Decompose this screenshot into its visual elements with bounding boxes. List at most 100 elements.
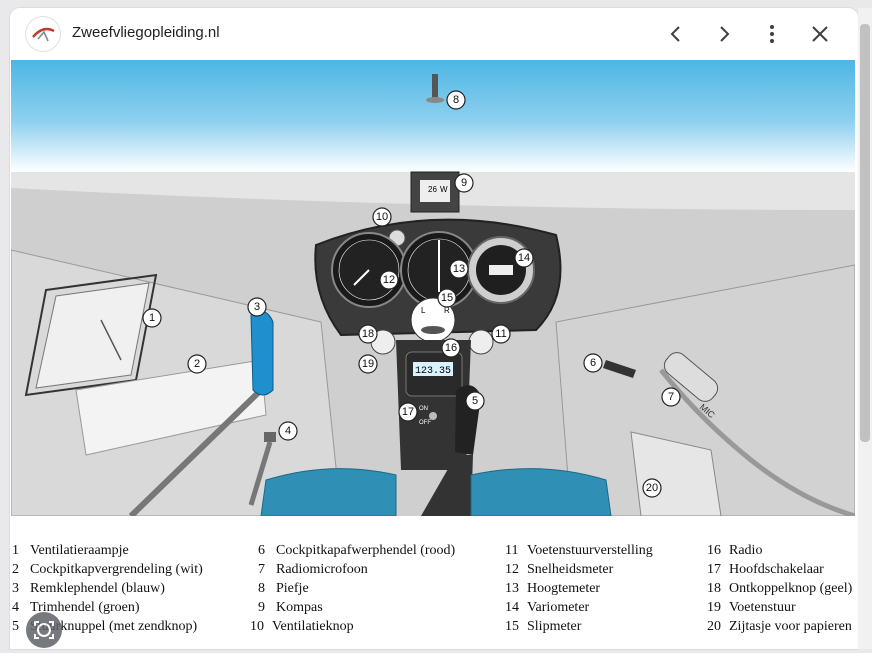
airspeed-indicator — [331, 232, 407, 308]
forward-button[interactable] — [711, 21, 737, 47]
svg-text:4: 4 — [285, 425, 291, 437]
svg-text:19: 19 — [362, 358, 374, 370]
svg-text:7: 7 — [668, 391, 674, 403]
svg-text:11: 11 — [495, 328, 506, 340]
close-icon — [812, 26, 828, 42]
svg-text:20: 20 — [646, 482, 658, 494]
svg-text:13: 13 — [453, 263, 465, 275]
jettison-lever — [603, 360, 636, 378]
compass-right-text: W — [440, 185, 448, 194]
altimeter — [400, 231, 478, 309]
chevron-left-icon — [670, 26, 680, 42]
callout-2: 2 — [187, 354, 207, 374]
switch-on-text: ON — [419, 406, 428, 412]
radio-microphone: MIC — [659, 352, 855, 516]
callout-17: 17 — [398, 402, 418, 422]
site-favicon[interactable] — [26, 17, 60, 51]
variometer — [467, 236, 535, 304]
svg-text:1: 1 — [149, 312, 155, 324]
glider-logo-icon — [32, 27, 55, 42]
cockpit-diagram: 26 W L R — [11, 60, 855, 516]
main-switch: ON OFF — [419, 406, 437, 426]
close-button[interactable] — [807, 21, 833, 47]
radio-unit: 123.35 — [405, 351, 463, 397]
callout-13: 13 — [449, 259, 469, 279]
radio-display-text: 123.35 — [415, 366, 451, 377]
callout-7: 7 — [661, 387, 681, 407]
lens-icon — [34, 621, 54, 639]
chevron-right-icon — [720, 26, 730, 42]
lens-search-button[interactable] — [26, 612, 62, 648]
svg-text:14: 14 — [518, 252, 530, 264]
compass-left-text: 26 — [428, 185, 437, 194]
svg-text:2: 2 — [194, 358, 200, 370]
svg-text:10: 10 — [376, 211, 388, 223]
callout-15: 15 — [437, 288, 457, 308]
slip-right-text: R — [444, 306, 450, 315]
svg-text:3: 3 — [254, 301, 260, 313]
callout-6: 6 — [583, 353, 603, 373]
svg-text:9: 9 — [461, 177, 467, 189]
svg-text:12: 12 — [383, 274, 395, 286]
callout-14: 14 — [514, 248, 534, 268]
callout-3: 3 — [247, 297, 267, 317]
callout-18: 18 — [358, 324, 378, 344]
compass: 26 W — [410, 171, 460, 213]
pedal-adjustment-knob — [468, 329, 494, 355]
seat-cushion-right — [470, 468, 612, 516]
callout-16: 16 — [441, 338, 461, 358]
trim-handle — [248, 432, 276, 506]
svg-text:15: 15 — [441, 292, 453, 304]
site-name[interactable]: Zweefvliegopleiding.nl — [72, 24, 220, 41]
svg-text:18: 18 — [362, 328, 374, 340]
switch-off-text: OFF — [419, 420, 431, 426]
viewer-header: Zweefvliegopleiding.nl — [10, 8, 858, 60]
callout-1: 1 — [142, 308, 162, 328]
slip-left-text: L — [421, 306, 426, 315]
more-options-button[interactable] — [759, 21, 785, 47]
airbrake-handle — [128, 310, 274, 516]
callout-10: 10 — [372, 207, 392, 227]
slip-indicator: L R — [410, 297, 456, 343]
svg-text:17: 17 — [402, 406, 414, 418]
yaw-string-base — [426, 97, 444, 103]
scrollbar-thumb[interactable] — [860, 24, 870, 442]
callout-9: 9 — [454, 173, 474, 193]
svg-text:16: 16 — [445, 342, 457, 354]
callout-5: 5 — [465, 391, 485, 411]
back-button[interactable] — [663, 21, 689, 47]
yaw-string — [432, 74, 438, 100]
svg-text:5: 5 — [472, 395, 478, 407]
content-page: Zweefvliegopleiding.nl — [10, 8, 858, 649]
callout-11: 11 — [491, 324, 511, 344]
svg-text:6: 6 — [590, 357, 596, 369]
callout-12: 12 — [379, 270, 399, 290]
callout-20: 20 — [642, 478, 662, 498]
callout-8: 8 — [446, 90, 466, 110]
more-vert-icon — [770, 25, 774, 43]
callout-4: 4 — [278, 421, 298, 441]
callout-19: 19 — [358, 354, 378, 374]
seat-cushion-left — [260, 468, 397, 516]
svg-text:8: 8 — [453, 94, 459, 106]
